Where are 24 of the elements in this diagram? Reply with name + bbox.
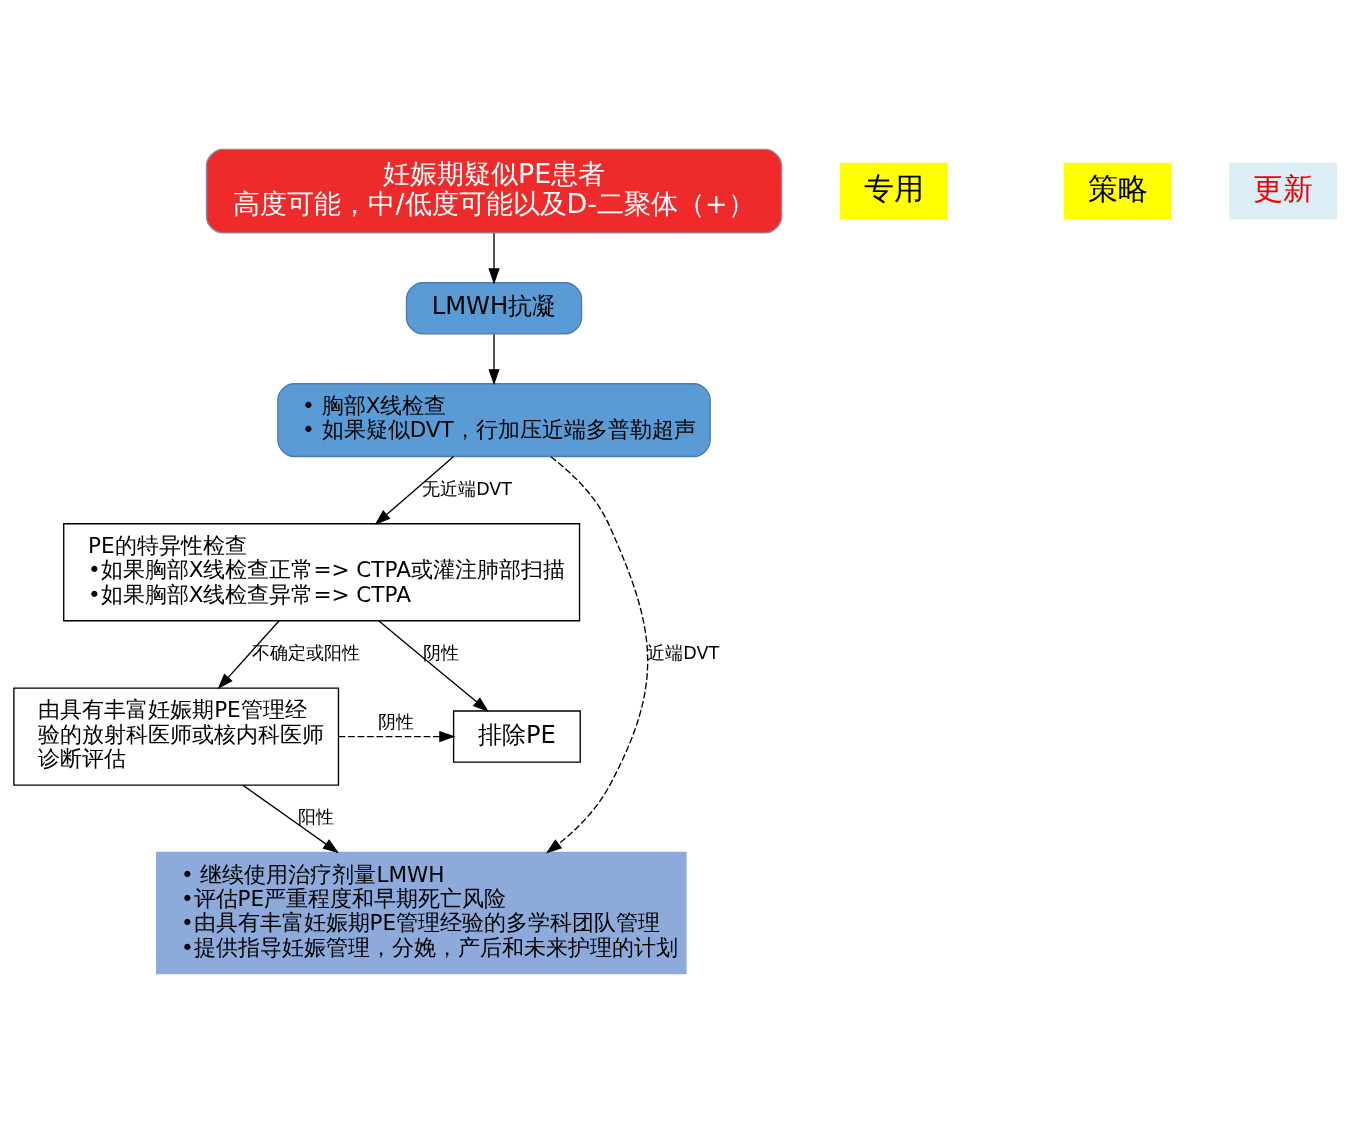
edge-label: 无近端DVT bbox=[422, 478, 513, 499]
arrow bbox=[488, 333, 500, 385]
arrow bbox=[337, 730, 456, 742]
arrow bbox=[377, 619, 489, 712]
node-box: LMWH抗凝 bbox=[405, 281, 583, 335]
edge-label: 近端DVT bbox=[647, 642, 720, 663]
node-box: • 胸部X线检查 • 如果疑似DVT，行加压近端多普勒超声 bbox=[277, 382, 711, 457]
node-box: 妊娠期疑似PE患者 高度可能，中/低度可能以及D-二聚体（+） bbox=[205, 148, 783, 234]
arrow bbox=[242, 784, 339, 853]
edge-label: 阳性 bbox=[298, 806, 335, 827]
edge-label: 阴性 bbox=[423, 642, 460, 663]
label: 策略 bbox=[1087, 171, 1148, 206]
edge-label: 不确定或阳性 bbox=[252, 642, 361, 663]
node-box: 排除PE bbox=[452, 709, 581, 763]
node-box: 由具有丰富妊娠期PE管理经验的放射科医师或核内科医师诊断评估 bbox=[13, 686, 340, 786]
node-box: • 继续使用治疗剂量LMWH •评估PE严重程度和早期死亡风险 •由具有丰富妊娠期PE管理经验的多学科团队管理 •提供指导妊娠管理，分娩，产后和未来护理的计划 bbox=[156, 851, 687, 974]
arrow bbox=[374, 455, 455, 525]
arrow bbox=[217, 619, 280, 689]
label: 专用 bbox=[864, 171, 925, 206]
arrow bbox=[545, 455, 649, 853]
label: 更新 bbox=[1253, 171, 1314, 206]
node-box: PE的特异性检查 •如果胸部X线检查正常=> CTPA或灌注肺部扫描 •如果胸部X线检查异常=> CTPA bbox=[63, 522, 581, 621]
edge-label: 阴性 bbox=[378, 711, 415, 732]
arrow bbox=[488, 232, 500, 284]
